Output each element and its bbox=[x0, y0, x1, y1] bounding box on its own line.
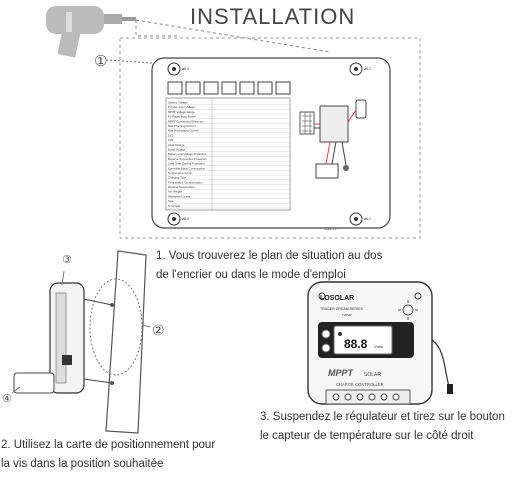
template-spec-row: Waterproof Grade bbox=[168, 194, 191, 198]
template-spec-row: MPPT Voltage Range bbox=[168, 110, 195, 114]
template-spec-row: PV Max Input Voltage bbox=[168, 105, 195, 109]
template-spec-row: LVD bbox=[168, 133, 173, 137]
marker-3: ③ bbox=[62, 254, 72, 266]
caption-step-2: 2. Utilisez la carte de positionnement p… bbox=[1, 436, 231, 474]
caption-step-3: 3. Suspendez le régulateur et tirez sur … bbox=[260, 408, 512, 446]
template-spec-row: Temperature Comp. bbox=[168, 171, 193, 175]
template-spec-row: Max Charging Current bbox=[168, 124, 196, 128]
hole-label: ø6.2 bbox=[182, 217, 189, 221]
sun-icon bbox=[398, 300, 418, 320]
side-view-diagram bbox=[11, 250, 151, 434]
brand-logo: LOSOLAR bbox=[320, 295, 354, 302]
template-footnote: Scale 1:1 bbox=[324, 227, 337, 231]
caption-step-1-line-2: de l'encrier ou dans le mode d'emploi bbox=[156, 269, 346, 281]
caption-step-3-line-2: le capteur de température sur le côté dr… bbox=[260, 430, 474, 442]
solar-label: SOLAR bbox=[364, 372, 381, 378]
template-spec-row: Charging Type bbox=[168, 176, 187, 180]
lcd-unit: Volts bbox=[374, 344, 383, 349]
template-spec-row: PV Rated Input Power bbox=[168, 115, 196, 119]
lcd-value: 88.8 bbox=[344, 337, 368, 351]
template-spec-row: Terminals bbox=[168, 204, 181, 208]
template-spec-row: Net Weight bbox=[168, 190, 182, 194]
template-spec-row: System Voltage bbox=[168, 101, 188, 105]
mppt-label: MPPT bbox=[328, 368, 355, 378]
template-spec-row: LVR bbox=[168, 138, 173, 142]
charge-controller-label: CHARGE CONTROLLER bbox=[336, 382, 384, 387]
marker-2: ② bbox=[152, 322, 165, 338]
hole-label: ø6.2 bbox=[182, 67, 189, 71]
caption-step-3-line-1: 3. Suspendez le régulateur et tirez sur … bbox=[260, 411, 505, 423]
caption-step-1-line-1: 1. Vous trouverez le plan de situation a… bbox=[156, 250, 383, 262]
template-spec-row: Controller Static Consumption bbox=[168, 166, 206, 170]
page-title: INSTALLATION bbox=[190, 4, 356, 29]
controller-front-view: LOSOLAR TRACER DREAM SERIES T20MP 88.8 V… bbox=[307, 281, 453, 405]
model-label: T20MP bbox=[342, 313, 352, 317]
template-spec-row: Working Temperature bbox=[168, 185, 195, 189]
caption-step-2-line-1: 2. Utilisez la carte de positionnement p… bbox=[1, 439, 216, 451]
drill-icon bbox=[46, 6, 136, 58]
template-spec-row: Size bbox=[168, 199, 174, 203]
template-spec-row: Float Voltage bbox=[168, 143, 185, 147]
template-spec-row: Load Over Current Protection bbox=[168, 162, 205, 166]
marker-1: ① bbox=[94, 53, 108, 70]
marker-4: ④ bbox=[2, 393, 12, 405]
template-spec-row: Battery Low Voltage Protection bbox=[168, 152, 207, 156]
template-spec-row: Boost Voltage bbox=[168, 147, 186, 151]
hole-label: ø6.2 bbox=[364, 217, 371, 221]
template-spec-row: MPPT Conversion Efficiency bbox=[168, 119, 204, 123]
template-spec-row: Temperature Compensation bbox=[168, 180, 203, 184]
hole-label: ø6.2 bbox=[364, 67, 371, 71]
template-spec-row: Reverse Connection Protection bbox=[168, 157, 207, 161]
series-label: TRACER DREAM SERIES bbox=[320, 307, 364, 311]
caption-step-2-line-2: la vis dans la position souhaitée bbox=[1, 458, 164, 470]
template-spec-row: Max Discharging Current bbox=[168, 129, 199, 133]
caption-step-1: 1. Vous trouverez le plan de situation a… bbox=[156, 247, 496, 285]
